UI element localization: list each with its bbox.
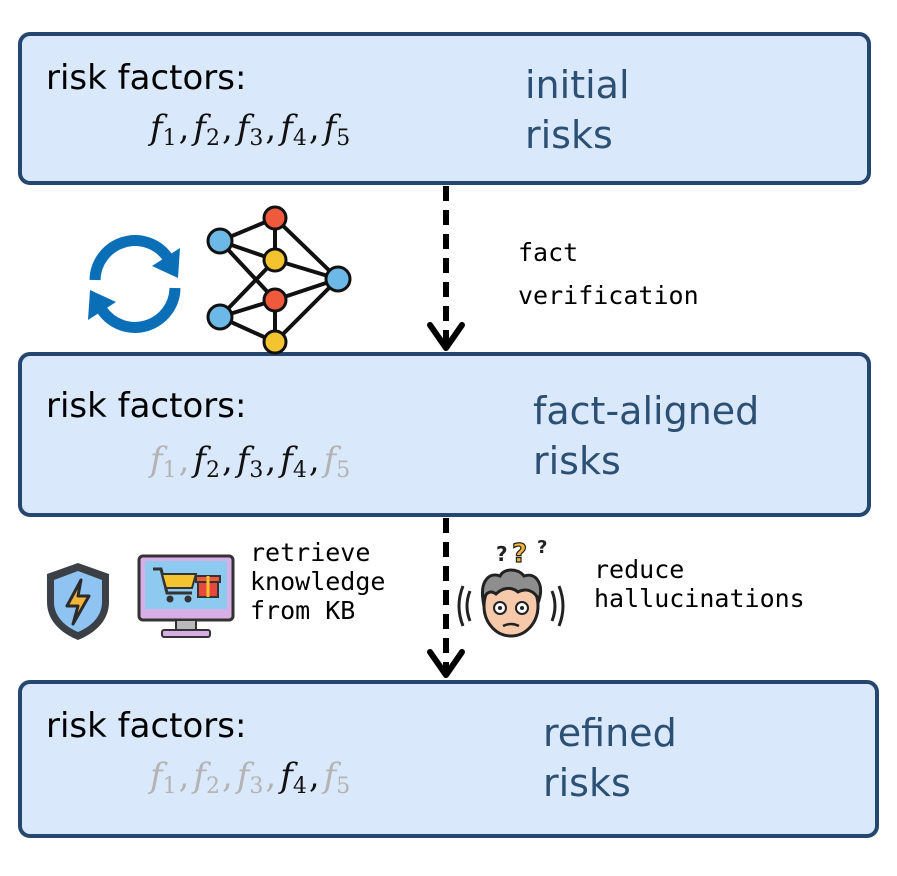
risk-factor-symbol: f (236, 756, 250, 796)
note-line: from KB (250, 596, 356, 625)
risk-factor-symbol: f (323, 108, 337, 148)
risk-factor-symbol: f (280, 108, 293, 148)
shield-lightning-icon (47, 563, 109, 640)
risk-factor-symbol: f (236, 440, 250, 480)
risk-factor: f1 (150, 108, 177, 151)
risk-factor-symbol: f (193, 440, 206, 480)
risk-factor-symbol: f (150, 440, 163, 480)
risk-factor: f4 (280, 440, 307, 483)
note-line: knowledge (250, 567, 386, 596)
risk-factor-symbol: f (150, 108, 163, 148)
factor-separator: , (178, 440, 190, 480)
risk-factor-index: 4 (292, 458, 307, 483)
note-line: verification (518, 281, 699, 310)
factor-separator: , (222, 440, 233, 480)
risk-factor-index: 2 (206, 126, 220, 151)
risk-factor-symbol: f (193, 756, 206, 796)
risk-factors-label: risk factors: (46, 58, 247, 98)
risk-factor-index: 2 (206, 458, 220, 483)
refresh-cycle-icon (88, 235, 181, 333)
reduce-hallucinations-note: reduce hallucinations (594, 555, 805, 613)
fact-verification-note: fact verification (518, 238, 699, 310)
dashed-arrow-1-head (427, 322, 465, 351)
risk-factor: f1 (150, 440, 177, 483)
risk-factor-symbol: f (280, 756, 293, 796)
factor-separator: , (308, 440, 320, 480)
factor-separator: , (178, 108, 190, 148)
risk-factor-index: 1 (162, 126, 177, 151)
risk-factors-label: risk factors: (46, 386, 247, 426)
risk-factor: f1 (150, 756, 177, 799)
risk-factor: f3 (236, 440, 264, 483)
factor-separator: , (308, 108, 320, 148)
factor-list: f1,f2,f3,f4,f5 (150, 440, 350, 483)
risk-factor: f5 (323, 440, 351, 483)
risk-factor: f2 (193, 108, 220, 151)
confused-person-icon: ? ? ? (457, 537, 565, 638)
risk-factor: f4 (280, 108, 307, 151)
risk-factor-index: 1 (162, 774, 177, 799)
note-line: hallucinations (594, 584, 805, 613)
factor-separator: , (222, 108, 233, 148)
risk-factor-index: 3 (249, 126, 264, 151)
risk-factor-symbol: f (323, 756, 337, 796)
risk-factor: f4 (280, 756, 307, 799)
shopping-monitor-icon (137, 554, 235, 638)
factor-list: f1,f2,f3,f4,f5 (150, 756, 350, 799)
factor-separator: , (265, 440, 277, 480)
risk-factor-symbol: f (280, 440, 293, 480)
factor-list: f1,f2,f3,f4,f5 (150, 108, 350, 151)
factor-separator: , (222, 756, 233, 796)
risk-factor-index: 4 (292, 774, 307, 799)
risk-factor-symbol: f (323, 440, 337, 480)
risk-factor-index: 5 (336, 126, 351, 151)
note-line: reduce (594, 555, 685, 584)
svg-text:?: ? (537, 537, 547, 558)
risk-factor: f5 (323, 756, 351, 799)
stage-title-line2: risks (525, 113, 613, 157)
factor-separator: , (265, 756, 277, 796)
risk-factor: f2 (193, 440, 220, 483)
stage-box-initial (18, 32, 871, 185)
risk-factor: f2 (193, 756, 220, 799)
risk-factor: f5 (323, 108, 351, 151)
risk-factor-index: 3 (249, 774, 264, 799)
risk-factor-index: 4 (292, 126, 307, 151)
stage-title-line1: fact-aligned (533, 389, 760, 433)
risk-factor-symbol: f (236, 108, 250, 148)
note-line: fact (518, 238, 579, 267)
factor-separator: , (265, 108, 277, 148)
stage-box-fact-aligned (18, 352, 871, 517)
note-line: retrieve (250, 538, 371, 567)
risk-factor-index: 5 (336, 774, 351, 799)
svg-text:?: ? (496, 542, 508, 566)
neural-network-icon (206, 205, 352, 355)
risk-factor-index: 1 (162, 458, 177, 483)
stage-title-line2: risks (533, 439, 621, 483)
stage-title: refined risks (543, 708, 677, 808)
stage-title-line1: refined (543, 711, 677, 755)
stage-title: initial risks (525, 60, 630, 160)
risk-factors-label: risk factors: (46, 706, 247, 746)
stage-title-line1: initial (525, 63, 630, 107)
stage-title: fact-aligned risks (533, 386, 759, 486)
risk-factor-symbol: f (193, 108, 206, 148)
dashed-arrow-2-head (427, 649, 465, 678)
risk-factor: f3 (236, 108, 264, 151)
risk-factor-index: 5 (336, 458, 351, 483)
retrieve-knowledge-note: retrieve knowledge from KB (250, 538, 385, 625)
stage-title-line2: risks (543, 761, 631, 805)
svg-text:?: ? (512, 539, 527, 569)
risk-factor-index: 2 (206, 774, 220, 799)
risk-factor: f3 (236, 756, 264, 799)
factor-separator: , (178, 756, 190, 796)
factor-separator: , (308, 756, 320, 796)
stage-box-refined (18, 680, 879, 838)
risk-factor-symbol: f (150, 756, 163, 796)
risk-factor-index: 3 (249, 458, 264, 483)
